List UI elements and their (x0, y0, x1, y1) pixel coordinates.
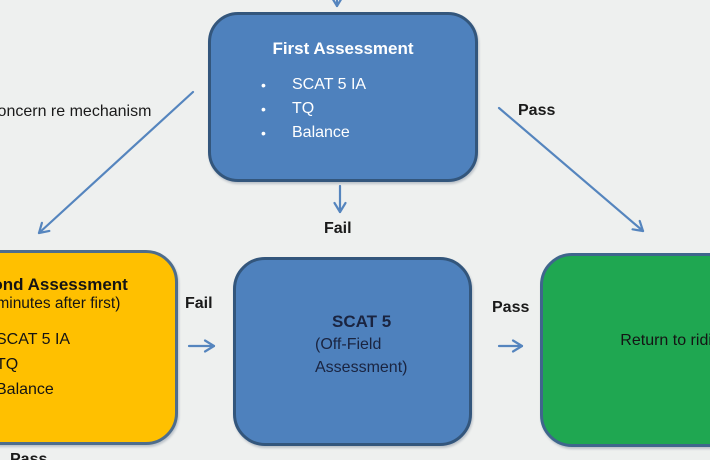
label-pass-bottom: Pass (10, 451, 48, 460)
list-item: • TQ (0, 352, 175, 377)
label-concern-mechanism: Concern re mechanism (0, 103, 152, 120)
node-return-to-riding: Return to riding (540, 253, 710, 447)
bullet-icon: • (261, 77, 266, 93)
bullet-text: TQ (292, 100, 315, 117)
offfield-subtitle: (Off-Field Assessment) (315, 336, 408, 376)
second-assessment-bullets: • SCAT 5 IA • TQ • Balance (0, 327, 175, 402)
list-item: • TQ (211, 97, 475, 121)
label-fail-mid: Fail (185, 295, 213, 312)
bullet-text: SCAT 5 IA (0, 330, 71, 348)
label-fail-top: Fail (324, 220, 352, 237)
bullet-text: Balance (292, 124, 350, 141)
list-item: • Balance (211, 121, 475, 145)
bullet-icon: • (261, 101, 266, 117)
return-to-riding-label: Return to riding (620, 332, 710, 349)
offfield-title: SCAT 5 (332, 312, 392, 331)
second-assessment-title: Second Assessment (0, 275, 128, 294)
bullet-text: Balance (0, 380, 54, 398)
first-assessment-bullets: • SCAT 5 IA • TQ • Balance (211, 73, 475, 145)
list-item: • SCAT 5 IA (211, 73, 475, 97)
label-pass-top: Pass (518, 102, 556, 119)
bullet-text: SCAT 5 IA (292, 76, 367, 93)
bullet-text: TQ (0, 355, 19, 373)
list-item: • Balance (0, 377, 175, 402)
arrow-first-to-return (497, 106, 645, 233)
node-first-assessment: First Assessment • SCAT 5 IA • TQ • Bala… (208, 12, 478, 182)
list-item: • SCAT 5 IA (0, 327, 175, 352)
second-assessment-subtitle: (10 minutes after first) (0, 295, 121, 312)
bullet-icon: • (261, 125, 266, 141)
node-second-assessment: Second Assessment (10 minutes after firs… (0, 250, 178, 445)
first-assessment-title: First Assessment (272, 39, 414, 58)
node-offfield-assessment: SCAT 5 (Off-Field Assessment) (233, 257, 472, 446)
label-pass-mid: Pass (492, 299, 530, 316)
